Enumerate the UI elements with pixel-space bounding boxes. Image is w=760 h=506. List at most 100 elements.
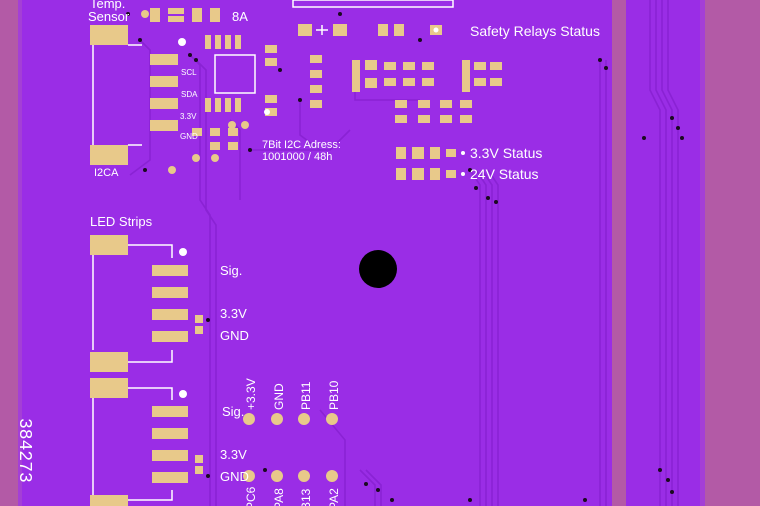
- smd-pad: [384, 62, 396, 70]
- via: [604, 66, 608, 70]
- v33-label-2: 3.3V: [220, 447, 247, 462]
- smd-pad: [141, 10, 149, 18]
- polarity-dot: [433, 27, 439, 33]
- smd-pad: [460, 115, 472, 123]
- pin-label-33v: +3.3V: [244, 378, 258, 410]
- via: [468, 498, 472, 502]
- smd-pad: [474, 62, 486, 70]
- connector-pad: [90, 378, 128, 398]
- status-33v-label: 3.3V Status: [470, 145, 542, 161]
- smd-pad: [195, 326, 203, 334]
- connector-pad: [150, 76, 178, 87]
- ic-pad: [215, 35, 221, 49]
- pin-label-pb11: PB11: [299, 381, 313, 410]
- smd-pad: [352, 60, 360, 92]
- connector-pad: [152, 309, 188, 320]
- trace: [661, 0, 673, 506]
- i2ca-label: I2CA: [94, 167, 119, 179]
- via: [642, 136, 646, 140]
- via: [676, 126, 680, 130]
- polarity-dot: [179, 390, 187, 398]
- ic-pad: [205, 35, 211, 49]
- v33-label-1: 3.3V: [220, 306, 247, 321]
- via: [494, 200, 498, 204]
- via: [418, 38, 422, 42]
- ic-pad: [225, 35, 231, 49]
- via: [376, 488, 380, 492]
- led-pad: [412, 147, 424, 159]
- ic-pad: [205, 98, 211, 112]
- right-zone-edge: [700, 0, 705, 506]
- led-pad: [446, 149, 456, 157]
- sda-label: SDA: [181, 90, 198, 99]
- smd-pad: [168, 166, 176, 174]
- safety-relays-status-label: Safety Relays Status: [470, 23, 600, 39]
- header-outline: [292, 0, 454, 8]
- smd-pad: [460, 100, 472, 108]
- smd-pad: [365, 78, 377, 88]
- pin-label-pa8: PA8: [272, 488, 286, 506]
- ic-pad: [235, 35, 241, 49]
- connector-pad: [152, 331, 188, 342]
- trace: [365, 469, 382, 506]
- connector-pad: [152, 450, 188, 461]
- smd-pad: [384, 78, 396, 86]
- vias: [126, 12, 684, 502]
- via: [658, 468, 662, 472]
- via: [364, 482, 368, 486]
- via: [680, 136, 684, 140]
- smd-pad: [310, 100, 322, 108]
- via: [298, 98, 302, 102]
- pin-label-pa2: PA2: [327, 488, 341, 506]
- connector-pad: [152, 428, 188, 439]
- led-pad: [430, 147, 440, 159]
- pin-pad: [271, 413, 283, 425]
- pin-label-pb10: PB10: [327, 380, 341, 410]
- smd-pad: [195, 315, 203, 323]
- gnd-label-2: GND: [220, 469, 249, 484]
- connector-pad: [152, 287, 188, 298]
- pin-pad: [298, 413, 310, 425]
- smd-pad: [265, 45, 277, 53]
- smd-pad: [168, 8, 184, 14]
- via: [486, 196, 490, 200]
- trace: [487, 169, 499, 506]
- connector-pad: [152, 265, 188, 276]
- ic-outline: [214, 54, 256, 94]
- smd-pad: [365, 60, 377, 70]
- via: [206, 474, 210, 478]
- via: [138, 38, 142, 42]
- smd-pad: [490, 78, 502, 86]
- via: [126, 12, 130, 16]
- status-bullet: [461, 172, 465, 176]
- via: [263, 468, 267, 472]
- smd-pad: [168, 16, 184, 22]
- trace: [667, 0, 679, 506]
- via: [188, 53, 192, 57]
- via: [390, 498, 394, 502]
- sig-label-1: Sig.: [220, 263, 242, 278]
- led-pad: [396, 168, 406, 180]
- connector-pad: [90, 495, 128, 506]
- trace: [250, 129, 351, 151]
- ic-pad: [225, 98, 231, 112]
- temp-sensor-label-line2: Sensor: [88, 9, 130, 24]
- smd-pad: [394, 24, 404, 36]
- smd-pad: [422, 62, 434, 70]
- smd-pad: [310, 70, 322, 78]
- connector-outline: [128, 350, 173, 363]
- polarity-dot: [179, 248, 187, 256]
- polarity-dots: [178, 27, 439, 398]
- trace: [195, 59, 217, 506]
- via: [338, 12, 342, 16]
- pin-pad: [271, 470, 283, 482]
- pin-pad: [243, 413, 255, 425]
- polarity-dot: [178, 38, 186, 46]
- via: [666, 478, 670, 482]
- ic-pad: [235, 98, 241, 112]
- smd-pad: [241, 121, 249, 129]
- via: [468, 168, 472, 172]
- smd-pad: [333, 24, 347, 36]
- silkscreen-text: Temp. Sensor 8A Safety Relays Status SCL…: [14, 0, 600, 506]
